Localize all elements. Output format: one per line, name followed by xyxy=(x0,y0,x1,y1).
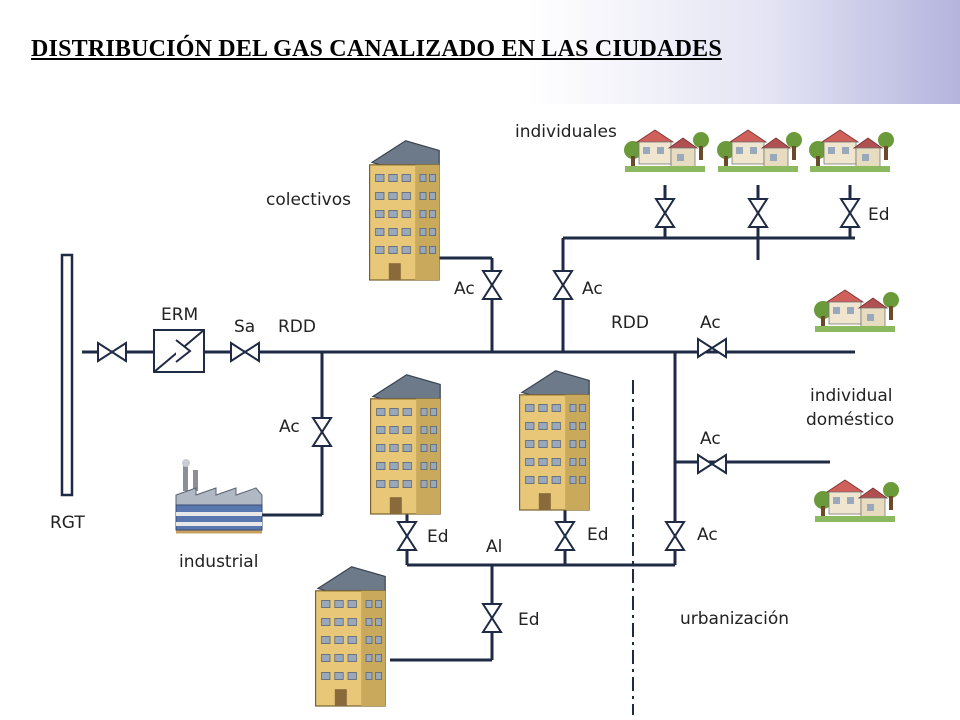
valve-icon xyxy=(311,417,333,447)
label-individuales: individuales xyxy=(515,122,617,142)
label-al: Al xyxy=(486,537,502,557)
label-urbanizacion: urbanización xyxy=(680,609,789,629)
label-sa: Sa xyxy=(234,317,255,337)
label-ac-urbanizacion: Ac xyxy=(697,525,718,545)
houses-icon xyxy=(716,129,803,173)
houses-icon xyxy=(813,479,900,523)
valve-icon xyxy=(230,341,260,363)
valve-icon xyxy=(747,198,769,228)
erm-station xyxy=(153,329,205,373)
label-ed-left: Ed xyxy=(427,527,449,547)
buildings xyxy=(315,140,590,707)
label-ed-bottom: Ed xyxy=(518,610,540,630)
label-rgt: RGT xyxy=(50,513,85,533)
pipe-network xyxy=(82,185,855,662)
valve-icon xyxy=(664,521,686,551)
label-industrial: industrial xyxy=(179,552,258,572)
label-rdd-left: RDD xyxy=(278,317,316,337)
apartment-building-icon xyxy=(315,566,386,707)
apartment-building-icon xyxy=(518,370,590,511)
valve-icon xyxy=(697,337,727,359)
valves xyxy=(97,198,861,633)
valve-icon xyxy=(554,521,576,551)
label-domestico: doméstico xyxy=(806,410,894,430)
label-ac-industrial: Ac xyxy=(279,417,300,437)
houses-icon xyxy=(623,129,710,173)
label-rdd-right: RDD xyxy=(611,313,649,333)
label-individual: individual xyxy=(810,386,893,406)
label-ac-individuales: Ac xyxy=(582,279,603,299)
valve-icon xyxy=(481,270,503,300)
label-colectivos: colectivos xyxy=(266,190,351,210)
valve-icon xyxy=(697,453,727,475)
title-banner: DISTRIBUCIÓN DEL GAS CANALIZADO EN LAS C… xyxy=(0,0,960,104)
valve-icon xyxy=(396,521,418,551)
valve-icon xyxy=(839,198,861,228)
label-ed-middle: Ed xyxy=(587,525,609,545)
label-ac-domestico-bottom: Ac xyxy=(700,429,721,449)
page-title: DISTRIBUCIÓN DEL GAS CANALIZADO EN LAS C… xyxy=(31,36,722,62)
valve-icon xyxy=(481,603,503,633)
gas-distribution-diagram: individuales colectivos ERM Sa RDD RDD A… xyxy=(50,122,900,715)
houses-icon xyxy=(813,289,900,333)
valve-icon xyxy=(97,341,127,363)
rgt-tank xyxy=(60,253,74,497)
apartment-building-icon xyxy=(369,140,440,281)
apartment-building-icon xyxy=(370,374,441,515)
label-ac-domestico-top: Ac xyxy=(700,313,721,333)
valve-icon xyxy=(654,198,676,228)
label-ed-houses: Ed xyxy=(868,205,890,225)
diagram-labels: individuales colectivos ERM Sa RDD RDD A… xyxy=(50,122,894,630)
factory-icon xyxy=(175,459,263,534)
label-erm: ERM xyxy=(161,305,198,325)
houses-icon xyxy=(808,129,895,173)
valve-icon xyxy=(552,270,574,300)
label-ac-colectivos: Ac xyxy=(454,279,475,299)
